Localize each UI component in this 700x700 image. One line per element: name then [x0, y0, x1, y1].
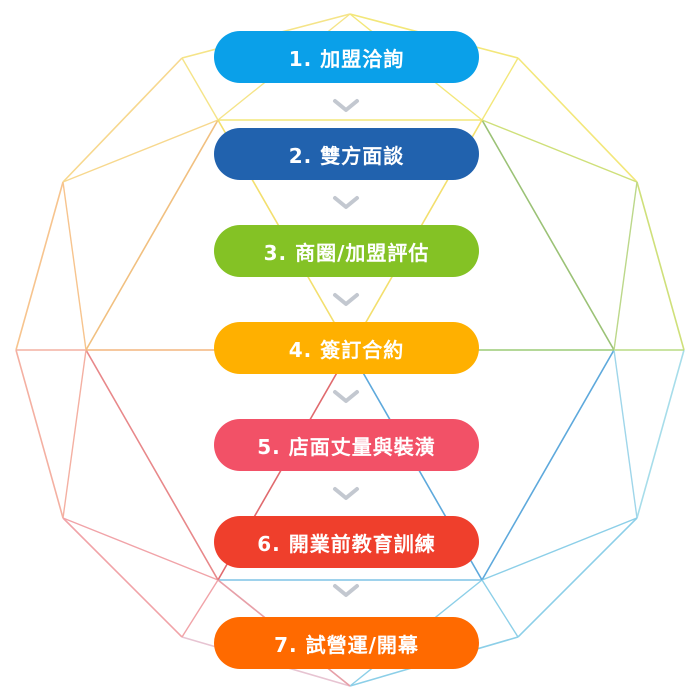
chevron-down-icon — [333, 584, 359, 597]
step-2-pill: 2. 雙方面談 — [214, 128, 479, 180]
chevron-down-icon — [333, 196, 359, 209]
step-5-pill: 5. 店面丈量與裝潢 — [214, 419, 479, 471]
step-7-pill: 7. 試營運/開幕 — [214, 617, 479, 669]
chevron-down-icon — [333, 293, 359, 306]
step-3-pill: 3. 商圈/加盟評估 — [214, 225, 479, 277]
step-6-pill: 6. 開業前教育訓練 — [214, 516, 479, 568]
chevron-down-icon — [333, 487, 359, 500]
chevron-down-icon — [333, 99, 359, 112]
step-1-pill: 1. 加盟洽詢 — [214, 31, 479, 83]
chevron-down-icon — [333, 390, 359, 403]
step-4-pill: 4. 簽訂合約 — [214, 322, 479, 374]
